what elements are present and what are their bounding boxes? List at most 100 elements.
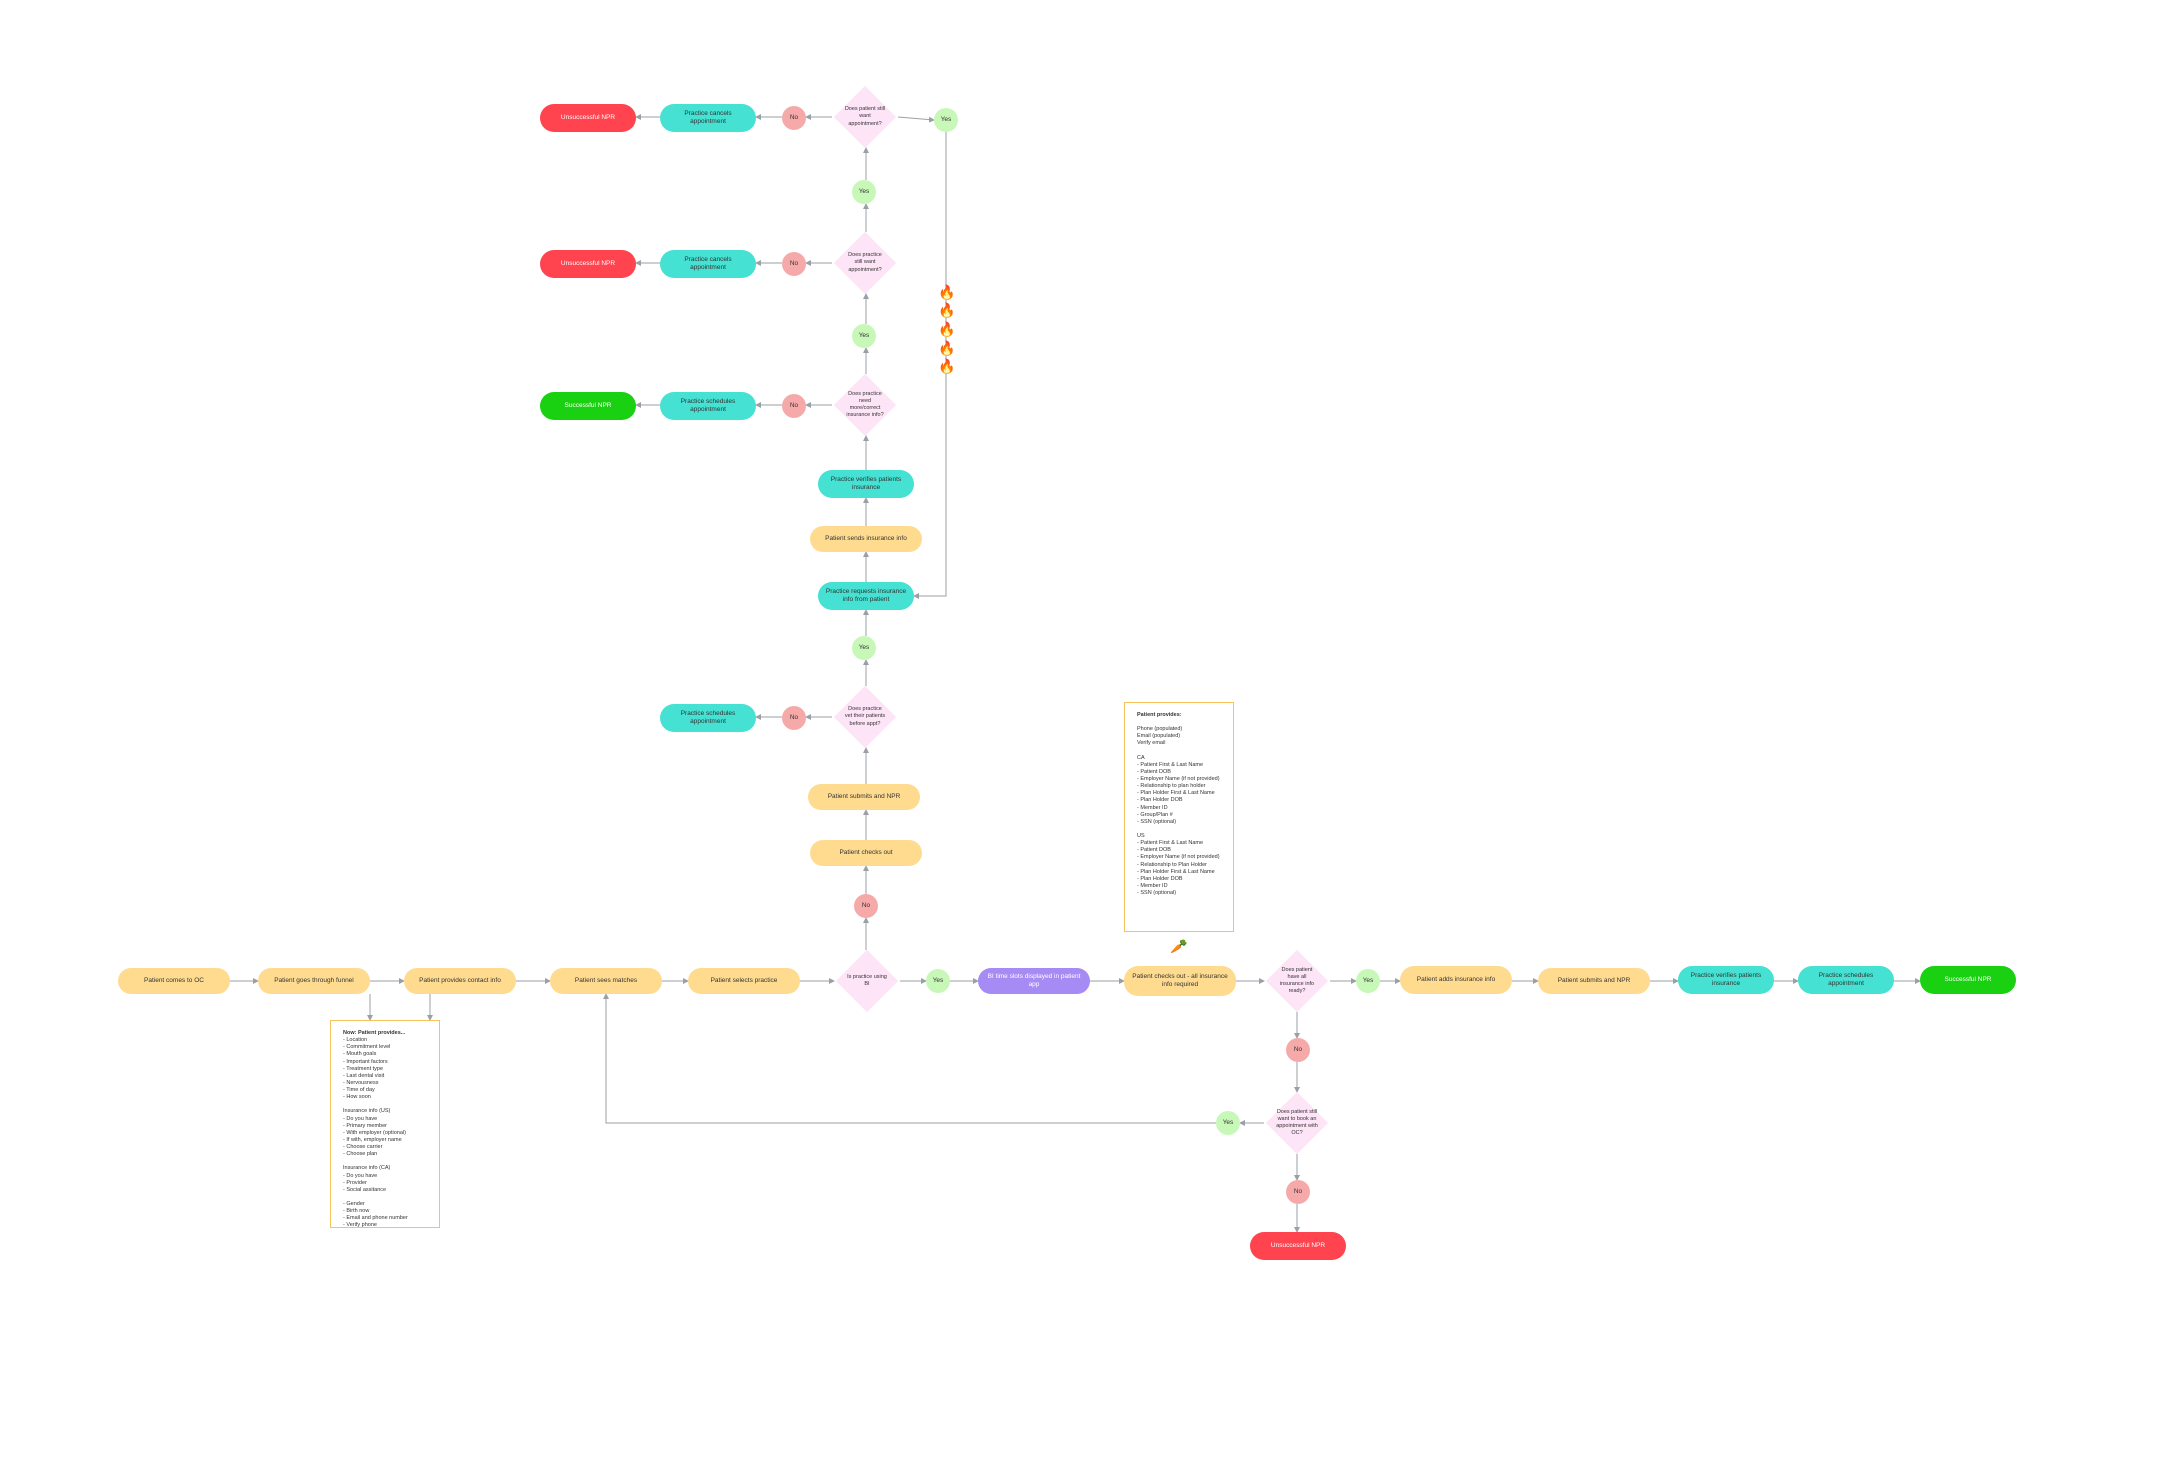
decision-patient-still-want-label: Does patient still want appointment?: [844, 106, 886, 127]
note-line: - Primary member: [343, 1122, 388, 1129]
decision-need-more-label: Does practice need more/correct insuranc…: [846, 390, 884, 419]
note-line: - Group/Plan #: [1137, 811, 1173, 818]
note-line: Insurance info (US): [343, 1108, 391, 1115]
yes-all-insurance-badge: Yes: [1356, 969, 1380, 993]
no-all-insurance-badge: No: [1286, 1038, 1310, 1062]
decision-still-book[interactable]: Does patient still want to book an appoi…: [1264, 1091, 1330, 1155]
yes-bi-badge: Yes: [926, 969, 950, 993]
checkout-note-title: Patient provides:: [1137, 712, 1182, 718]
practice-schedules-main-node[interactable]: Practice schedules appointment: [1798, 966, 1894, 994]
unsuccessful-npr-bottom-node[interactable]: Unsuccessful NPR: [1250, 1232, 1346, 1260]
fire-icon: 🔥: [938, 303, 956, 319]
patient-sends-insurance-node[interactable]: Patient sends insurance info: [810, 526, 922, 552]
practice-verifies-col-node[interactable]: Practice verifies patients insurance: [818, 470, 914, 498]
decision-need-more[interactable]: Does practice need more/correct insuranc…: [832, 373, 898, 437]
unsuccessful-npr-2-node[interactable]: Unsuccessful NPR: [540, 104, 636, 132]
note-line: - Employer Name (if not provided): [1137, 854, 1220, 861]
practice-schedules-vet-node[interactable]: Practice schedules appointment: [660, 704, 756, 732]
note-line: - Nervousness: [343, 1079, 379, 1086]
no-vet-badge: No: [782, 706, 806, 730]
note-line: - Choose plan: [343, 1151, 378, 1158]
fire-icon: 🔥: [938, 285, 956, 301]
note-line: US: [1137, 832, 1145, 839]
note-line: CA: [1137, 754, 1145, 761]
connector-line: [897, 116, 935, 123]
patient-contact-node[interactable]: Patient provides contact info: [404, 968, 516, 994]
patient-checks-out-all-node[interactable]: Patient checks out - all insurance info …: [1124, 966, 1236, 996]
decision-practice-still-want[interactable]: Does practice still want appointment?: [832, 231, 898, 295]
patient-adds-insurance-node[interactable]: Patient adds insurance info: [1400, 966, 1512, 994]
decision-practice-still-want-label: Does practice still want appointment?: [848, 252, 882, 273]
note-line: - Plan Holder First & Last Name: [1137, 790, 1215, 797]
note-line: - Do you have: [343, 1172, 378, 1179]
bi-time-slots-node[interactable]: BI time slots displayed in patient app: [978, 968, 1090, 994]
yes-need-more-badge: Yes: [852, 324, 876, 348]
no-bi-badge: No: [854, 894, 878, 918]
patient-checks-out-node[interactable]: Patient checks out: [810, 840, 922, 866]
no-practice-still-want-badge: No: [782, 252, 806, 276]
note-line: - If with, employer name: [343, 1136, 402, 1143]
checkout-note-lines: Phone (populated)Email (populated)Verify…: [1137, 719, 1221, 897]
fire-icon: 🔥: [938, 359, 956, 375]
patient-submits-npr-main-node[interactable]: Patient submits and NPR: [1538, 968, 1650, 994]
yes-still-book-badge: Yes: [1216, 1111, 1240, 1135]
no-need-more-badge: No: [782, 394, 806, 418]
no-patient-still-want-badge: No: [782, 106, 806, 130]
fire-icon: 🔥: [938, 341, 956, 357]
patient-funnel-node[interactable]: Patient goes through funnel: [258, 968, 370, 994]
note-line: Phone (populated): [1137, 726, 1183, 733]
patient-comes-node[interactable]: Patient comes to OC: [118, 968, 230, 994]
decision-using-bi[interactable]: Is practice using BI: [834, 949, 900, 1013]
note-line: - Plan Holder First & Last Name: [1137, 868, 1215, 875]
practice-verifies-main-node[interactable]: Practice verifies patients insurance: [1678, 966, 1774, 994]
note-line: - Location: [343, 1037, 368, 1044]
carrot-icon: 🥕: [1170, 939, 1188, 955]
note-line: - Verify phone: [343, 1222, 377, 1229]
successful-npr-col-node[interactable]: Successful NPR: [540, 392, 636, 420]
yes-vet-badge: Yes: [852, 636, 876, 660]
note-line: - Commitment level: [343, 1044, 391, 1051]
note-line: [1137, 826, 1221, 833]
note-line: - SSN (optional): [1137, 890, 1177, 897]
patient-selects-practice-node[interactable]: Patient selects practice: [688, 968, 800, 994]
successful-npr-main-node[interactable]: Successful NPR: [1920, 966, 2016, 994]
note-line: - How soon: [343, 1094, 371, 1101]
note-line: - Treatment type: [343, 1065, 384, 1072]
note-line: - Social assitance: [343, 1186, 387, 1193]
note-line: [343, 1158, 427, 1165]
note-line: - Gender: [343, 1200, 365, 1207]
note-line: - Do you have: [343, 1115, 378, 1122]
connector-line: [603, 993, 1216, 1124]
note-line: - Birth now: [343, 1208, 370, 1215]
patient-sees-matches-node[interactable]: Patient sees matches: [550, 968, 662, 994]
connector-lines: [230, 114, 1921, 1233]
note-line: - Patient First & Last Name: [1137, 761, 1204, 768]
funnel-note: Now: Patient provides... - Location- Com…: [330, 1020, 440, 1228]
practice-cancels-1-node[interactable]: Practice cancels appointment: [660, 250, 756, 278]
decision-all-insurance[interactable]: Does patient have all insurance info rea…: [1264, 949, 1330, 1013]
practice-requests-insurance-node[interactable]: Practice requests insurance info from pa…: [818, 582, 914, 610]
patient-submits-npr-col-node[interactable]: Patient submits and NPR: [808, 784, 920, 810]
no-still-book-badge: No: [1286, 1180, 1310, 1204]
practice-schedules-col-node[interactable]: Practice schedules appointment: [660, 392, 756, 420]
connector-line: [913, 132, 947, 599]
decision-vet-patients[interactable]: Does practice vet their patients before …: [832, 685, 898, 749]
decision-using-bi-label: Is practice using BI: [847, 973, 887, 987]
note-line: - Plan Holder DOB: [1137, 797, 1183, 804]
note-line: - Choose carrier: [343, 1144, 383, 1151]
decision-still-book-label: Does patient still want to book an appoi…: [1276, 1108, 1318, 1137]
fire-icon: 🔥: [938, 322, 956, 338]
note-line: - With employer (optional): [343, 1129, 406, 1136]
note-line: [343, 1101, 427, 1108]
yes-practice-still-want-badge: Yes: [852, 180, 876, 204]
unsuccessful-npr-1-node[interactable]: Unsuccessful NPR: [540, 250, 636, 278]
note-line: - Plan Holder DOB: [1137, 875, 1183, 882]
note-line: - Last dental visit: [343, 1072, 385, 1079]
note-line: - Mouth goals: [343, 1051, 377, 1058]
checkout-note: Patient provides: Phone (populated)Email…: [1124, 702, 1234, 932]
decision-vet-patients-label: Does practice vet their patients before …: [844, 706, 886, 727]
decision-patient-still-want[interactable]: Does patient still want appointment?: [832, 85, 898, 149]
practice-cancels-2-node[interactable]: Practice cancels appointment: [660, 104, 756, 132]
